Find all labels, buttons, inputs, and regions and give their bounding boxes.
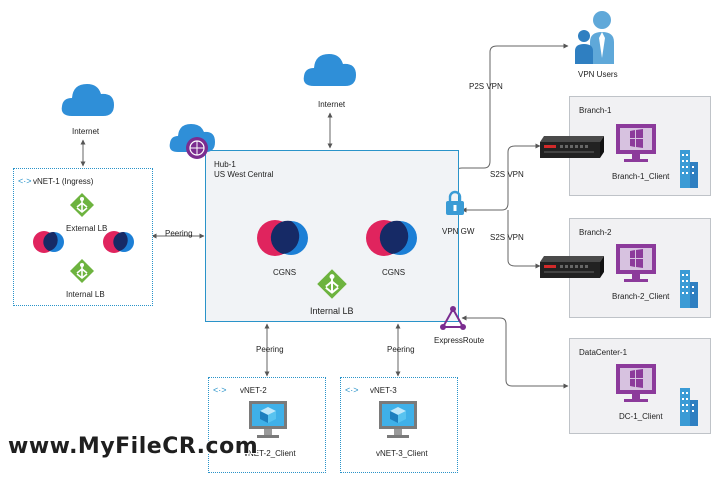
internal-lb-left-label: Internal LB — [66, 290, 105, 299]
cloud-icon — [61, 84, 114, 116]
firewall-appliance-icon — [540, 256, 604, 278]
watermark-text: www.MyFileCR.com — [8, 434, 259, 459]
express-route-icon — [440, 306, 466, 330]
branch2-client-label: Branch-2_Client — [612, 292, 670, 301]
virtual-machine-icon — [379, 401, 417, 438]
vnet-peering-icon: <·> — [345, 385, 359, 395]
hub-name-label: Hub-1 — [214, 160, 236, 169]
building-icon — [680, 388, 698, 426]
p2s-vpn-label: P2S VPN — [469, 82, 503, 91]
cgns-icon — [33, 231, 64, 253]
cgns-2-label: CGNS — [382, 268, 406, 277]
vnet2-label: vNET-2 — [240, 386, 267, 395]
load-balancer-icon — [70, 259, 94, 283]
vnet-peering-icon: <·> — [213, 385, 227, 395]
datacenter1-label: DataCenter-1 — [579, 348, 628, 357]
vpn-gw-label: VPN GW — [442, 227, 475, 236]
building-icon — [680, 150, 698, 188]
hub-cloud-icon — [169, 124, 215, 159]
vnet2-client-label: vNET-2_Client — [244, 449, 296, 458]
branch1-client-label: Branch-1_Client — [612, 172, 670, 181]
load-balancer-icon — [317, 269, 347, 299]
cgns-icon — [257, 220, 308, 256]
cgns-1-label: CGNS — [273, 268, 297, 277]
vnet3-client-label: vNET-3_Client — [376, 449, 428, 458]
peering-vnet3-label: Peering — [387, 345, 415, 354]
external-lb-label: External LB — [66, 224, 108, 233]
building-icon — [680, 270, 698, 308]
windows-vm-icon — [616, 244, 656, 282]
express-route-label: ExpressRoute — [434, 336, 485, 345]
internal-lb-hub-label: Internal LB — [310, 306, 354, 316]
link-expressroute-dc — [461, 315, 569, 389]
windows-vm-icon — [616, 124, 656, 162]
cgns-icon — [103, 231, 134, 253]
virtual-machine-icon — [249, 401, 287, 438]
branch2-label: Branch-2 — [579, 228, 612, 237]
users-icon — [575, 11, 614, 64]
vpn-users-label: VPN Users — [578, 70, 618, 79]
vnet1-label: vNET-1 (Ingress) — [33, 177, 94, 186]
dc1-client-label: DC-1_Client — [619, 412, 663, 421]
firewall-appliance-icon — [540, 136, 604, 158]
link-s2s-branch2 — [507, 210, 541, 269]
s2s-vpn-1-label: S2S VPN — [490, 170, 524, 179]
internet-left-label: Internet — [72, 127, 100, 136]
load-balancer-icon — [70, 193, 94, 217]
peering-vnet2-label: Peering — [256, 345, 284, 354]
lock-icon — [446, 190, 464, 215]
vnet3-label: vNET-3 — [370, 386, 397, 395]
s2s-vpn-2-label: S2S VPN — [490, 233, 524, 242]
peering-left-label: Peering — [165, 229, 193, 238]
branch1-label: Branch-1 — [579, 106, 612, 115]
vnet-peering-icon: <·> — [18, 176, 32, 186]
cloud-icon — [303, 54, 356, 86]
link-s2s-branch1 — [461, 143, 541, 213]
cgns-icon — [366, 220, 417, 256]
windows-vm-icon — [616, 364, 656, 402]
hub-region-label: US West Central — [214, 170, 274, 179]
internet-top-label: Internet — [318, 100, 346, 109]
